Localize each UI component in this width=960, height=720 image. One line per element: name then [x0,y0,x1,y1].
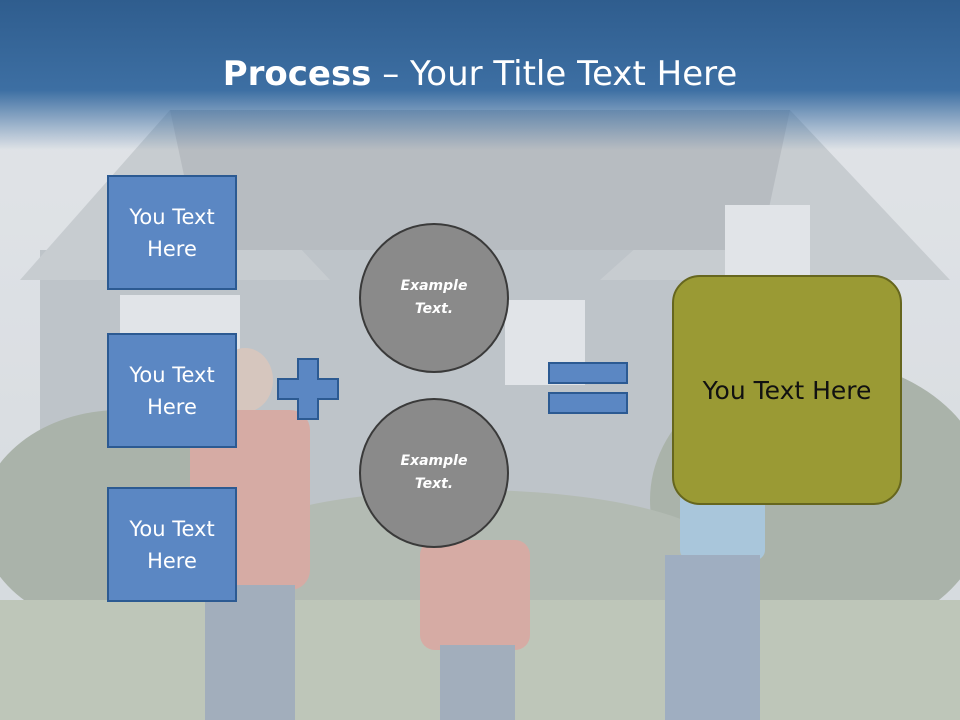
text-box-2-line1: You Text [129,362,215,387]
result-label: You Text Here [702,375,872,405]
text-box-1-line1: You Text [129,204,215,229]
equals-icon [548,362,628,414]
circle-1-line1: Example [400,278,468,294]
text-box-3-line2: Here [147,548,197,573]
text-box-3-line1: You Text [129,516,215,541]
circle-2-line1: Example [400,453,468,469]
title-bold: Process [222,54,372,94]
title-rest: – Your Title Text Here [371,54,738,94]
slide-title: Process – Your Title Text Here [0,52,960,96]
result-box[interactable]: You Text Here [672,275,902,505]
title-bar [0,0,960,150]
circle-1-line2: Text. [414,301,454,317]
plus-icon [277,358,339,420]
text-box-1-line2: Here [147,236,197,261]
text-box-2-line2: Here [147,394,197,419]
circle-2-line2: Text. [414,476,454,492]
